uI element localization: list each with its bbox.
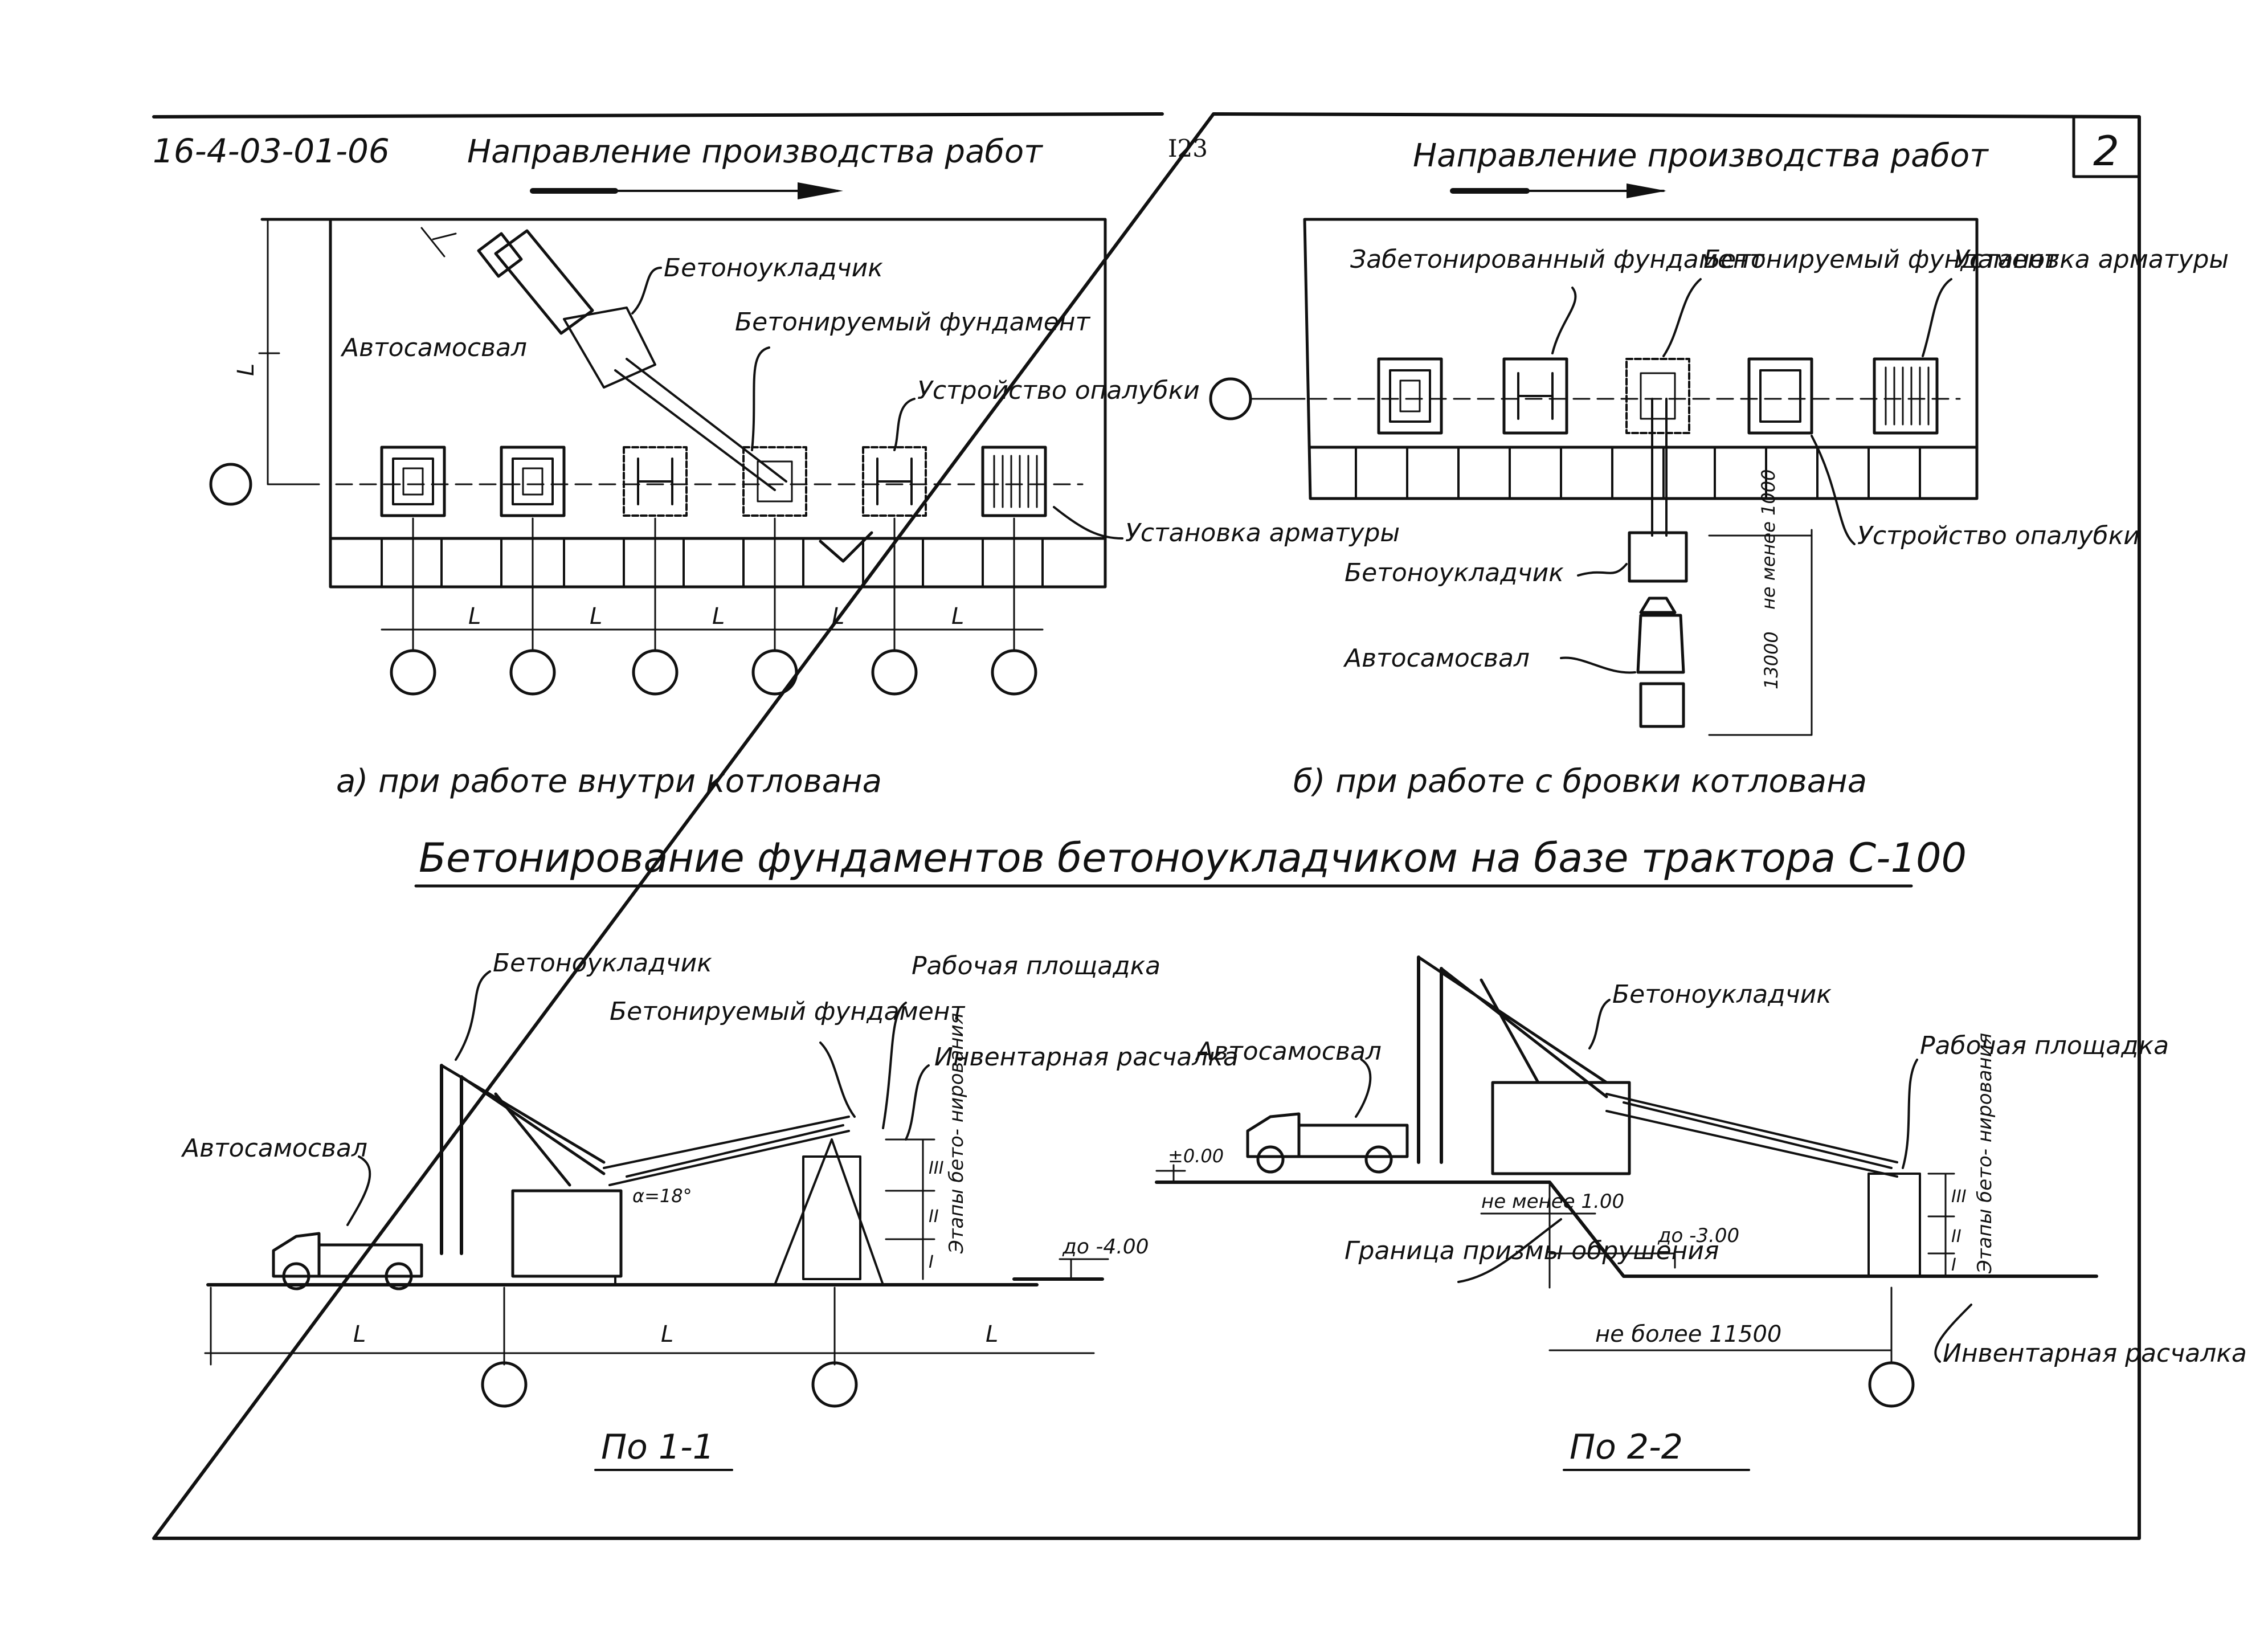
- s1-label-platform: Рабочая площадка: [912, 951, 1160, 981]
- foundation-4-concreted: [742, 446, 807, 517]
- sheet-number: 2: [2093, 127, 2119, 175]
- s2-label-platform: Рабочая площадка: [1920, 1031, 2169, 1060]
- s1-level-III: III: [929, 1158, 944, 1178]
- s2-label-truck: Автосамосвал: [1195, 1037, 1382, 1066]
- s2-level-II: II: [1951, 1227, 1961, 1247]
- direction-arrow-left: [530, 182, 843, 199]
- section-1-1: L L L III II I α=18° до -4.00 Этапы бето…: [181, 949, 1239, 1471]
- s2-label-stay: Инвентарная расчалка: [1943, 1339, 2247, 1368]
- plan-b-label-paver: Бетоноукладчик: [1345, 558, 1564, 587]
- foundation-3: [623, 446, 688, 517]
- s1-dim-L-3: L: [986, 1321, 998, 1347]
- sheet-frame: [152, 112, 2141, 1540]
- plan-b-dim-min: не менее 1000: [1758, 469, 1779, 610]
- s1-dim-L-2: L: [661, 1321, 673, 1347]
- s2-caption: По 2-2: [1570, 1427, 1683, 1467]
- plan-b-label-done: Забетонированный фундамент: [1350, 245, 1765, 274]
- plan-a-dim-vertical: L: [233, 363, 259, 376]
- plan-a-label-paver: Бетоноукладчик: [664, 254, 883, 283]
- plan-b: не менее 1000 13000 Забетонированный фун…: [1209, 218, 2229, 800]
- s2-level-III: III: [1951, 1187, 1967, 1207]
- s2-depth: до -3.00: [1657, 1224, 1739, 1247]
- foundation-b3-concreted: [1625, 358, 1690, 434]
- plan-a-label-truck: Автосамосвал: [340, 333, 527, 362]
- plan-b-caption: б) при работе с бровки котлована: [1293, 763, 1867, 800]
- plan-a-label-concreted: Бетонируемый фундамент: [735, 308, 1091, 337]
- foundation-5-formwork: [862, 446, 927, 517]
- plan-b-label-formwork: Устройство опалубки: [1857, 521, 2140, 550]
- plan-b-paver: [1628, 398, 1688, 728]
- s2-min: не менее 1.00: [1481, 1190, 1624, 1213]
- s1-label-truck: Автосамосвал: [181, 1134, 367, 1163]
- s2-axis-bubble: [1868, 1361, 1915, 1408]
- s1-foundation: [774, 1138, 935, 1286]
- section-2-2: ±0.00 не менее 1.00 до -3.00 не более 11…: [1155, 955, 2247, 1471]
- plan-a-label-rebar: Установка арматуры: [1125, 518, 1400, 548]
- direction-right-label: Направление производства работ: [1413, 137, 1989, 174]
- direction-left-label: Направление производства работ: [467, 133, 1043, 170]
- s1-level-II: II: [929, 1207, 939, 1227]
- main-title: Бетонирование фундаментов бетоноукладчик…: [419, 835, 1967, 881]
- plan-a-paver: [420, 227, 787, 491]
- foundation-1: [380, 446, 446, 517]
- s1-axis-bubble-1: [481, 1361, 528, 1408]
- axis-bubble: [209, 463, 252, 506]
- dim-L-5: L: [951, 603, 964, 630]
- s1-label-paver: Бетоноукладчик: [493, 949, 712, 978]
- plan-a: L: [209, 218, 1400, 800]
- plan-b-label-truck: Автосамосвал: [1343, 644, 1530, 673]
- foundation-6-rebar: [981, 446, 1047, 517]
- s2-truck: [1246, 1112, 1409, 1174]
- s2-label-paver: Бетоноукладчик: [1612, 980, 1832, 1009]
- s2-paver: [1417, 955, 1898, 1178]
- s1-stages: Этапы бето- нирования: [945, 1013, 968, 1254]
- s2-max: не более 11500: [1595, 1321, 1781, 1347]
- s1-truck: [272, 1232, 423, 1290]
- foundation-b4-formwork: [1747, 357, 1813, 435]
- plan-b-label-concreted: Бетонируемый фундамент: [1703, 245, 2059, 274]
- s1-paver: [440, 1064, 850, 1286]
- foundation-2: [500, 446, 566, 517]
- doc-code: 16-4-03-01-06: [153, 132, 390, 170]
- dim-L-2: L: [590, 603, 602, 630]
- s1-depth: до -4.00: [1062, 1235, 1149, 1259]
- s1-axis-bubble-2: [811, 1361, 858, 1408]
- s1-caption: По 1-1: [601, 1427, 714, 1467]
- dim-L-1: L: [468, 603, 481, 630]
- s2-level-I: I: [1951, 1255, 1956, 1275]
- s2-stages: Этапы бето- нирования: [1973, 1033, 1996, 1274]
- foundation-b5-rebar: [1873, 357, 1939, 435]
- s1-level-I: I: [929, 1252, 934, 1272]
- plan-a-caption: а) при работе внутри котлована: [336, 763, 882, 800]
- s1-label-stay: Инвентарная расчалка: [934, 1043, 1239, 1072]
- s2-foundation: [1867, 1173, 1955, 1277]
- direction-arrow-right: [1450, 183, 1666, 198]
- s1-angle: α=18°: [632, 1185, 692, 1207]
- s1-label-concreted: Бетонируемый фундамент: [610, 997, 966, 1026]
- s1-dim-L-1: L: [353, 1321, 366, 1347]
- foundation-b1-done: [1377, 357, 1443, 435]
- axis-bubble-b: [1209, 377, 1252, 420]
- page-number: I23: [1168, 134, 1208, 162]
- axis-bubbles-row-a: [390, 649, 1037, 696]
- plan-b-dim-length: 13000: [1760, 631, 1782, 689]
- dim-L-4: L: [832, 603, 844, 630]
- plan-b-label-rebar: Установка арматуры: [1954, 245, 2229, 274]
- dim-L-3: L: [712, 603, 725, 630]
- s2-level: ±0.00: [1168, 1145, 1224, 1167]
- plan-a-label-formwork: Устройство опалубки: [917, 376, 1200, 405]
- foundation-b2-done: [1502, 357, 1568, 435]
